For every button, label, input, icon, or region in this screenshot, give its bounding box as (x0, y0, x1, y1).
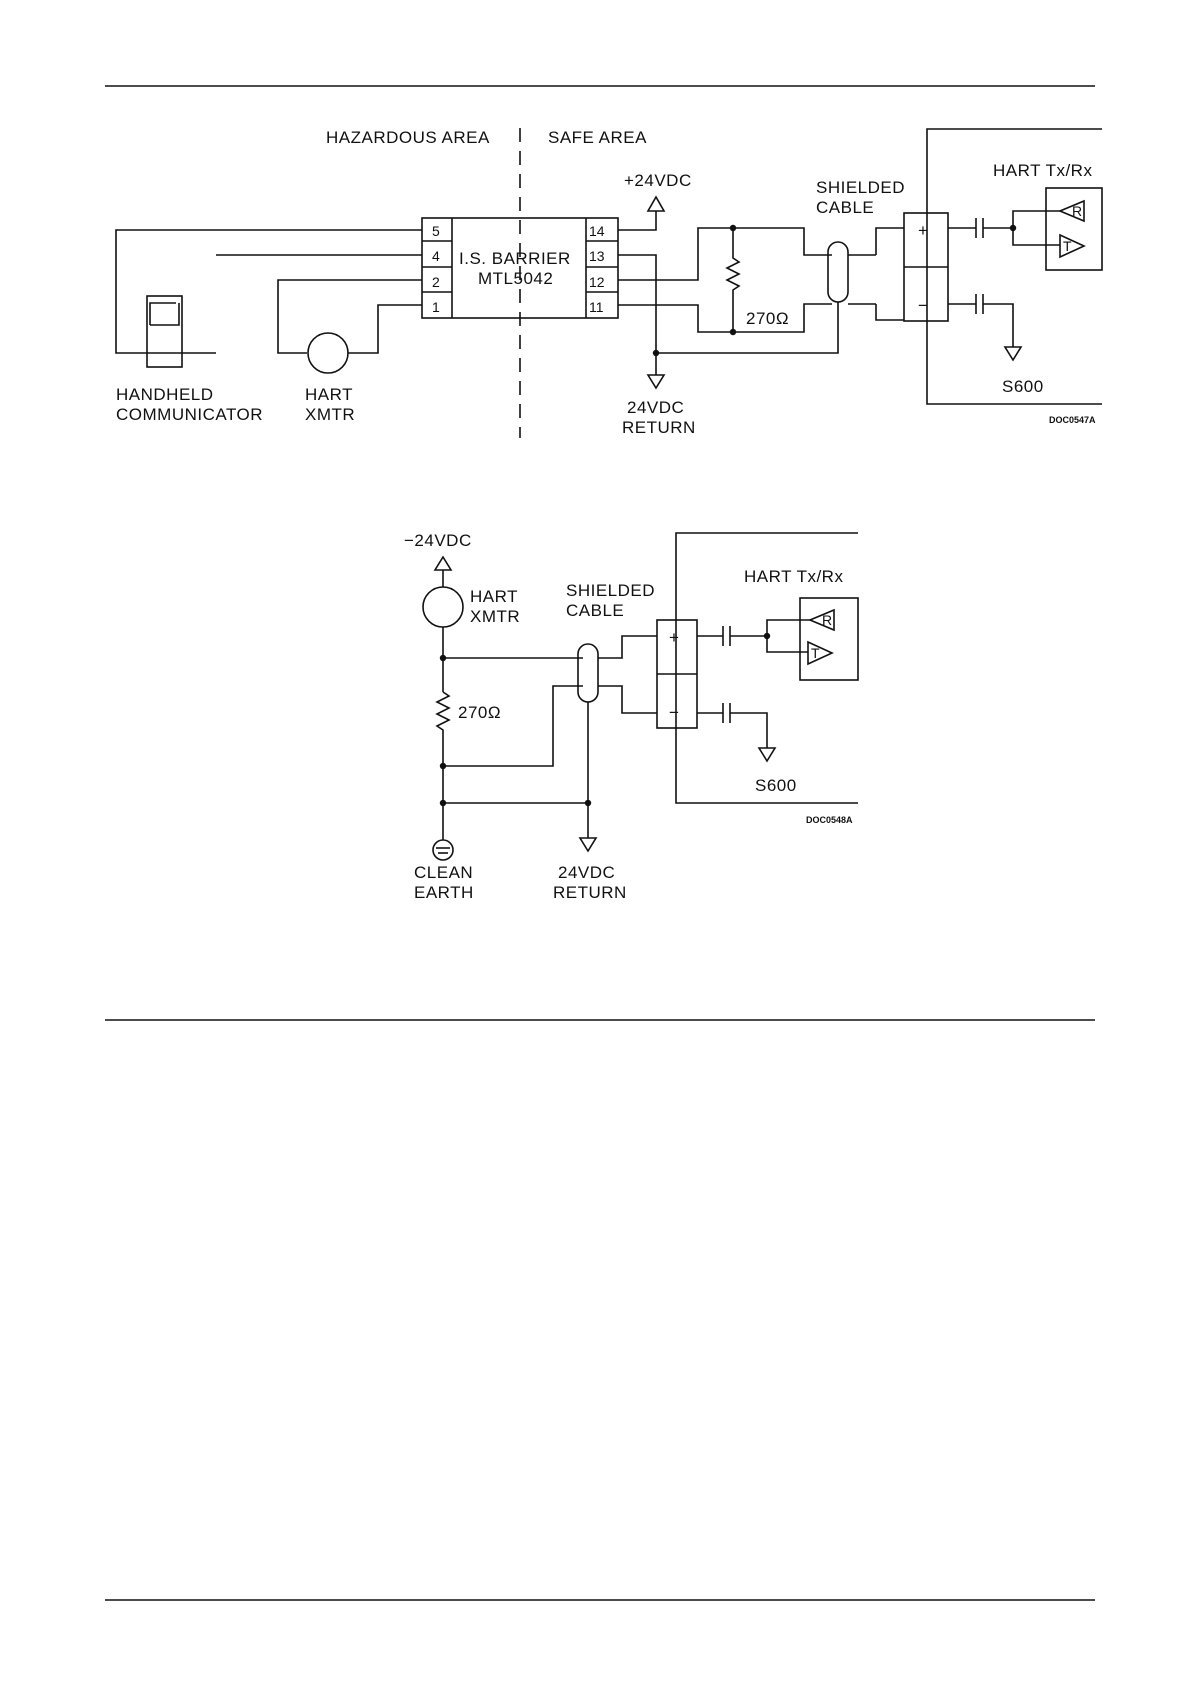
t-label: T (1063, 238, 1072, 254)
pin-14: 14 (589, 223, 605, 239)
pin-2: 2 (432, 274, 440, 290)
clean-earth-label-2: EARTH (414, 883, 474, 902)
return-arrow-down (648, 375, 664, 388)
pin-11: 11 (589, 299, 604, 315)
hart-txrx-label: HART Tx/Rx (993, 161, 1092, 180)
barrier-line2: MTL5042 (478, 269, 553, 288)
minus-label-2: − (669, 703, 679, 722)
supply-arrow-up (435, 557, 451, 570)
plus-label: + (918, 221, 928, 240)
diagram-direct-connection: −24VDC HART XMTR 270Ω CLEAN EARTH 24VDC … (404, 531, 858, 902)
wire-pin14 (618, 211, 656, 230)
wire-pin13 (618, 255, 656, 375)
doc-id-1: DOC0547A (1049, 415, 1096, 425)
return-label-2-2: RETURN (553, 883, 627, 902)
r-label: R (1072, 203, 1082, 219)
shielded-2-label-1: SHIELDED (566, 581, 655, 600)
hart-xmtr-label-1: HART (305, 385, 353, 404)
r-label-2: R (822, 612, 832, 628)
t-label-2: T (811, 645, 820, 661)
hart-label-1: HART (470, 587, 518, 606)
resistor-label: 270Ω (746, 309, 789, 328)
hazardous-area-label: HAZARDOUS AREA (326, 128, 490, 147)
supply-pos-label: +24VDC (624, 171, 692, 190)
handheld-label-1: HANDHELD (116, 385, 214, 404)
supply-neg-label: −24VDC (404, 531, 472, 550)
hart-label-2: XMTR (470, 607, 520, 626)
pin-4: 4 (432, 248, 440, 264)
shielded-label-2: CABLE (816, 198, 874, 217)
hart-txrx-label-2: HART Tx/Rx (744, 567, 843, 586)
hart-txrx-box-2 (800, 598, 858, 680)
minus-label: − (918, 296, 928, 315)
pin-1: 1 (432, 299, 440, 315)
s600-label-2: S600 (755, 776, 797, 795)
wire-pin11 (618, 304, 832, 332)
ground-arrow (1005, 347, 1021, 360)
return-arrow-down-2 (580, 838, 596, 851)
barrier-line1: I.S. BARRIER (459, 249, 571, 268)
shielded-label-1: SHIELDED (816, 178, 905, 197)
pin-13: 13 (589, 248, 605, 264)
supply-arrow-up (648, 197, 664, 211)
resistor-symbol (727, 228, 739, 332)
doc-id-2: DOC0548A (806, 815, 853, 825)
wire-pin5 (116, 230, 422, 353)
diagram-is-barrier: HAZARDOUS AREA SAFE AREA I.S. BARRIER MT… (116, 128, 1102, 438)
shielded-2-label-2: CABLE (566, 601, 624, 620)
wire-pin2 (278, 280, 422, 353)
clean-earth-icon (433, 840, 453, 860)
shielded-cable-symbol-2 (578, 644, 598, 702)
clean-earth-label-1: CLEAN (414, 863, 473, 882)
wire-pin1 (348, 305, 422, 353)
ground-arrow-2 (759, 748, 775, 761)
pin-12: 12 (589, 274, 605, 290)
hart-xmtr-symbol-2 (423, 587, 463, 627)
handheld-label-2: COMMUNICATOR (116, 405, 263, 424)
hart-xmtr-label-2: XMTR (305, 405, 355, 424)
safe-area-label: SAFE AREA (548, 128, 647, 147)
return-label-2-1: 24VDC (558, 863, 615, 882)
plus-label-2: + (669, 628, 679, 647)
hart-xmtr-symbol (308, 333, 348, 373)
s600-label: S600 (1002, 377, 1044, 396)
resistor-label-2: 270Ω (458, 703, 501, 722)
handheld-communicator-icon (147, 296, 182, 367)
return-label-2: RETURN (622, 418, 696, 437)
pin-5: 5 (432, 223, 440, 239)
shielded-cable-symbol (828, 242, 848, 302)
hart-txrx-box (1046, 188, 1102, 270)
return-label-1: 24VDC (627, 398, 684, 417)
wire-pin12 (618, 228, 832, 280)
